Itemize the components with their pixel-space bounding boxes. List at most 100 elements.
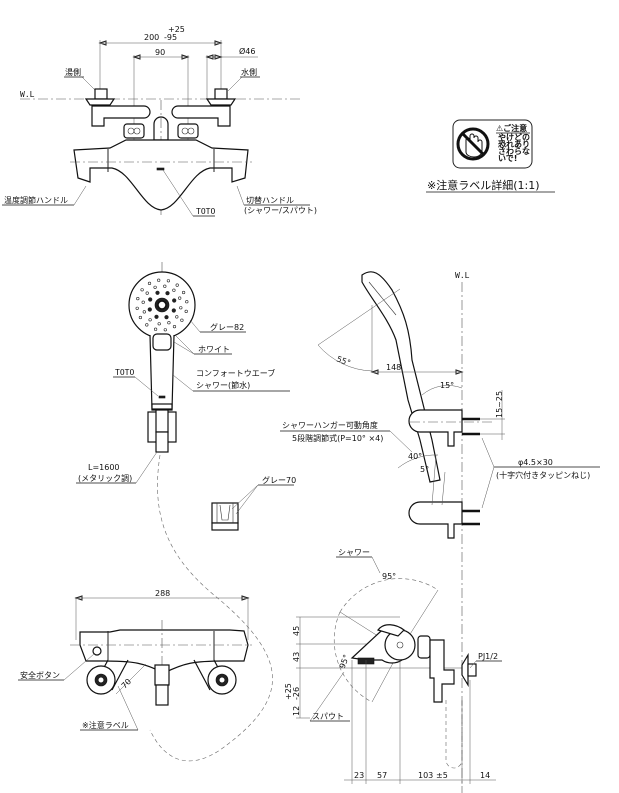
shower-front-view: グレー82 ホワイト TOTO コンフォートウエーブ シャワー(節水) L=16… [76, 262, 296, 762]
nozzle-hole [172, 288, 176, 292]
dim-12-tol-minus: -26 [292, 687, 301, 700]
switch-handle-sub: (シャワー/スパウト) [244, 206, 317, 215]
cold-inlet-nut [214, 88, 228, 100]
nozzle-hole [178, 296, 182, 300]
dim-diameter-46: Ø46 [239, 46, 255, 56]
caution-label-detail: ⚠ご注意 やけどの 恐れあり さわらな いで! ※注意ラベル詳細(1:1) [426, 119, 555, 193]
nozzle-hole [155, 290, 160, 295]
nozzle-hole [153, 285, 157, 289]
nozzle-hole [163, 284, 167, 288]
nozzle-hole [145, 323, 149, 327]
cold-eccentric-union [171, 105, 231, 127]
caution-label-callout: ※注意ラベル [82, 720, 129, 730]
nozzle-hole [145, 291, 149, 295]
nozzle-hole [167, 321, 171, 325]
spout-label: スパウト [312, 712, 344, 721]
nozzle-hole [172, 298, 177, 303]
dim-14: 14 [480, 771, 490, 780]
side-faucet-view: シャワー 95° 95° 45 43 12 +25 -26 PJ1/2 [284, 548, 502, 784]
shower-nozzles [135, 278, 189, 332]
nozzle-hole [165, 291, 170, 296]
dim-90: 90 [155, 48, 165, 57]
bottom-body [79, 629, 249, 674]
side-shower-body [361, 271, 441, 483]
union-profile [429, 639, 455, 703]
grey70-label: グレー70 [262, 475, 296, 485]
nozzle-hole [147, 281, 152, 286]
caution-caption: ※注意ラベル詳細(1:1) [427, 178, 540, 192]
dim-288: 288 [155, 589, 170, 598]
dim-148: 148 [386, 363, 401, 372]
shower-button [152, 333, 172, 351]
hanger-angle-label: シャワーハンガー可動角度 [282, 420, 378, 430]
caution-title: ⚠ご注意 [496, 123, 527, 133]
nozzle-hole [182, 290, 186, 295]
dim-12-tol-plus: +25 [284, 683, 293, 700]
nozzle-hole [175, 283, 179, 287]
nozzle-hole [136, 297, 140, 301]
safety-button-label: 安全ボタン [20, 670, 60, 680]
shower-outlet [153, 116, 169, 141]
nozzle-hole [142, 310, 146, 314]
nozzle-hole [166, 279, 170, 283]
screw-desc-label: (十字穴付きタッピンねじ) [496, 470, 590, 480]
nozzle-hole [184, 309, 188, 314]
faucet-body [73, 139, 249, 211]
angle-95-shower: 95° [382, 572, 396, 581]
caution-line-4: いで! [498, 154, 517, 163]
nozzle-hole [135, 306, 139, 310]
no-touch-icon [456, 127, 490, 161]
dim-45: 45 [292, 626, 301, 636]
angle-5: 5° [420, 465, 429, 474]
angle-40: 40° [408, 452, 422, 461]
dim-12: 12 [292, 706, 301, 716]
lower-hanger [408, 501, 463, 539]
temp-handle-label: 温度調節ハンドル [4, 195, 68, 205]
nozzle-hole [147, 307, 152, 312]
screw-size-label: φ4.5×30 [518, 458, 553, 467]
cold-side-label: 水側 [241, 67, 257, 77]
dim-200: 200 [144, 33, 159, 42]
switch-handle-label: 切替ハンドル [246, 195, 294, 205]
nozzle-hole [141, 300, 145, 304]
hot-side-label: 湯側 [65, 67, 81, 77]
nozzle-hole [157, 322, 161, 326]
hot-inlet-nut [94, 88, 108, 100]
angle-95-spout: 95° [338, 653, 351, 669]
spout-pipe-nut [154, 664, 170, 686]
wl-label: W.L [20, 90, 35, 99]
white-label: ホワイト [198, 345, 230, 354]
angle-55: 55° [335, 354, 351, 367]
dim-23: 23 [354, 771, 364, 780]
caution-line-2: 恐れあり [498, 140, 530, 149]
nozzle-hole [175, 315, 179, 319]
toto-logo-mark [156, 167, 165, 171]
shower-name-line2: シャワー(節水) [196, 380, 250, 390]
nozzle-hole [138, 315, 142, 320]
hose-length-label: L=1600 [88, 463, 120, 472]
grey82-label: グレー82 [210, 322, 244, 332]
hanger-steps-label: 5段階調節式(P=10° ×4) [292, 433, 383, 443]
bottom-view: 288 安全ボタン 70 ※注意ラベル [18, 589, 252, 731]
nozzle-hole [179, 306, 183, 310]
side-wl-label: W.L [455, 271, 470, 280]
nozzle-hole [185, 300, 189, 304]
side-shower-view: W.L 55° 148 15° 15~25 シャワーハンガー可動角度 5段階調節… [280, 271, 600, 793]
dim-200-tol-minus: -95 [164, 33, 177, 42]
caution-label-border [452, 119, 533, 169]
nozzle-hole [154, 314, 159, 319]
pipe-label: PJ1/2 [478, 652, 498, 661]
hot-eccentric-union [91, 105, 151, 127]
hose-type-label: (メタリック調) [78, 473, 132, 483]
safety-button [92, 646, 102, 656]
front-view: 200 +25 -95 90 Ø46 W.L 湯側 水側 [2, 25, 317, 217]
nozzle-hole [171, 308, 176, 313]
dim-57: 57 [377, 771, 387, 780]
shower-name-line1: コンフォートウエーブ [196, 368, 275, 378]
nozzle-hole [163, 328, 167, 332]
shower-brand-label: TOTO [115, 368, 134, 377]
dim-103-tol: ±5 [436, 771, 448, 780]
nozzle-hole [148, 318, 152, 322]
pipe-thread [467, 663, 477, 677]
